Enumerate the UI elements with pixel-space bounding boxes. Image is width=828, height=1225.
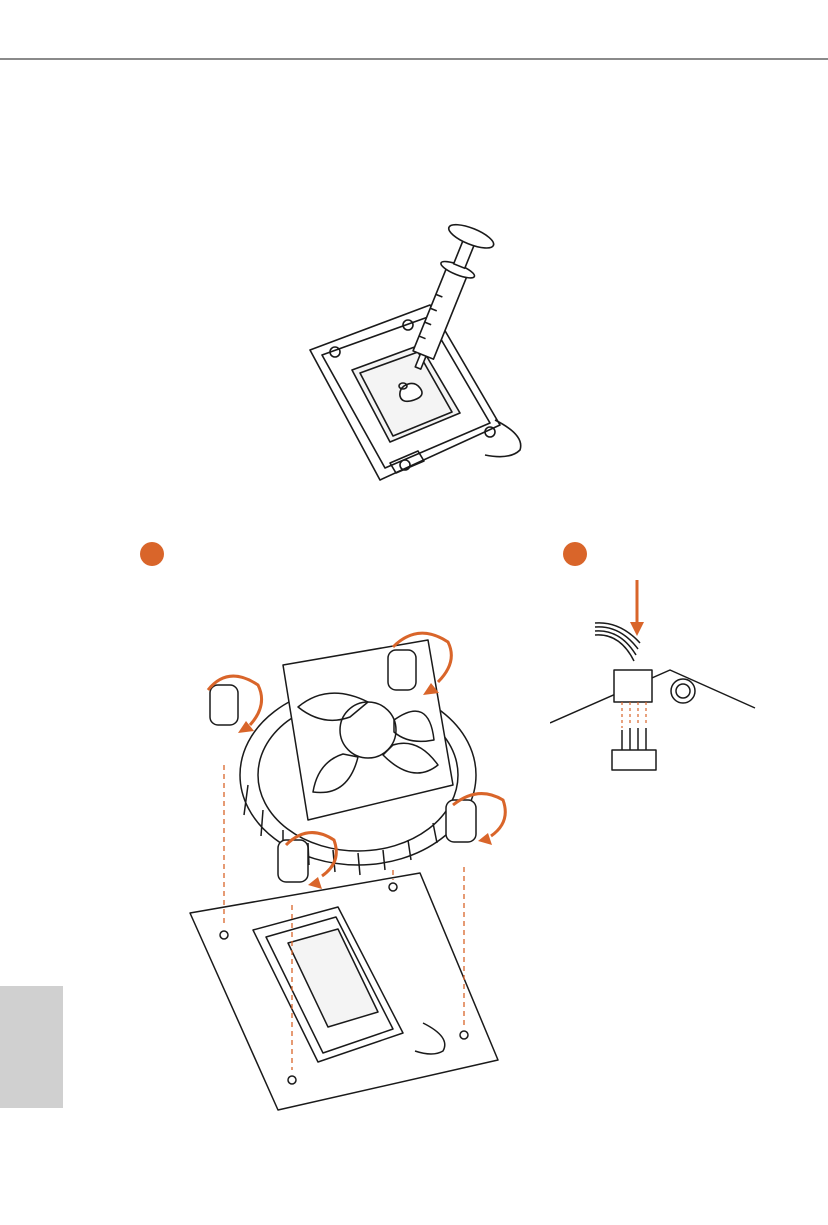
thermal-paste-illustration <box>290 180 550 500</box>
header-rule <box>0 58 828 60</box>
cpu-cooler-install-illustration <box>188 625 528 1115</box>
step-1-dot <box>140 542 164 566</box>
language-side-tab <box>0 986 63 1108</box>
fan-header-connector-illustration <box>550 578 765 778</box>
step-2-dot <box>563 542 587 566</box>
